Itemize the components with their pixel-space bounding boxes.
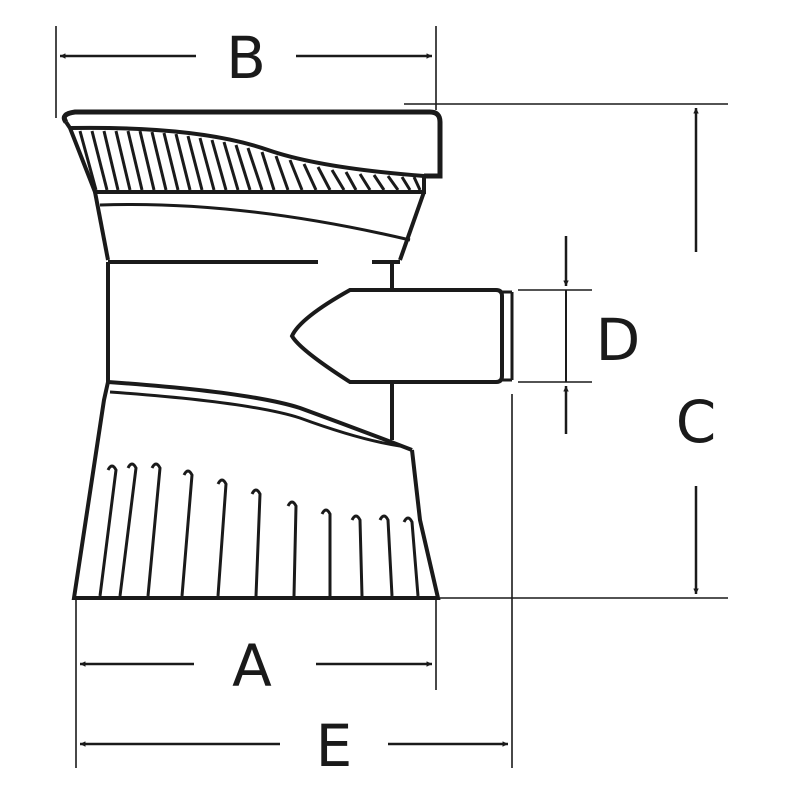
- dimension-c: C: [676, 108, 717, 594]
- dimension-a: A: [80, 632, 432, 700]
- cap-ribs: [78, 130, 422, 191]
- dimension-a-label: A: [232, 632, 272, 700]
- extension-lines: [55, 26, 728, 768]
- dimension-b: B: [60, 24, 432, 92]
- dimension-b-label: B: [226, 24, 266, 92]
- dimension-d: D: [563, 236, 641, 434]
- dimension-e-label: E: [316, 712, 353, 780]
- dimension-e: E: [80, 712, 508, 780]
- base-ribs: [98, 462, 420, 597]
- dimension-d-label: D: [596, 306, 641, 374]
- dimension-c-label: C: [676, 388, 717, 456]
- pump-outline: [61, 109, 514, 600]
